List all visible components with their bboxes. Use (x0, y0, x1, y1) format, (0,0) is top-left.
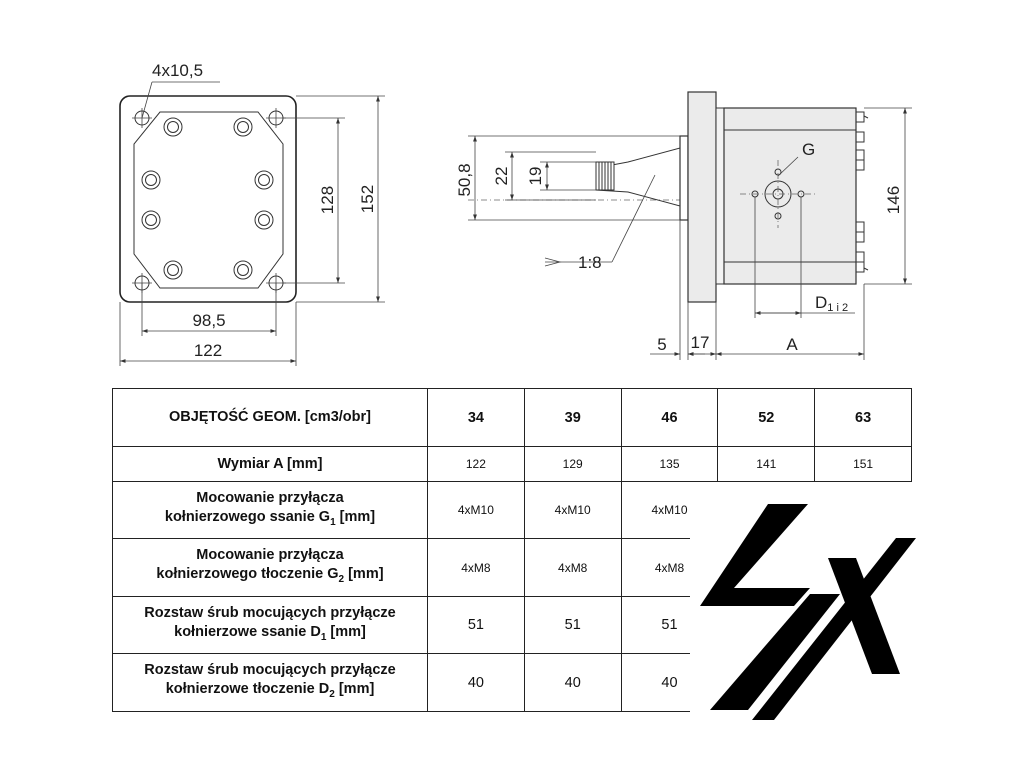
port-label-g: G (802, 140, 815, 159)
dim-body-height: 146 (884, 186, 903, 214)
table-cell: 135 (620, 446, 719, 482)
side-flange (687, 91, 717, 303)
dim-shaft-22: 22 (492, 167, 511, 186)
end-cap-bolts (855, 111, 869, 273)
dim-hole-spacing-vertical: 128 (318, 186, 337, 214)
logo-s-bottom (710, 594, 840, 710)
header-label: OBJĘTOŚĆ GEOM. [cm3/obr] (112, 388, 428, 447)
side-view: G 50,8 22 19 1:8 146 D1 i 2 (455, 91, 912, 360)
mounting-flange-outline (119, 95, 297, 303)
body-bolts (141, 117, 274, 280)
row-label: Wymiar A [mm] (112, 446, 428, 482)
table-cell: 40 (523, 653, 622, 712)
dim-5: 5 (657, 335, 666, 354)
dim-flange-508: 50,8 (455, 163, 474, 196)
table-cell: 51 (427, 596, 525, 654)
table-cell: 4xM10 (523, 481, 622, 539)
dim-17: 17 (691, 333, 710, 352)
header-value: 34 (427, 388, 525, 447)
table-row: Wymiar A [mm] 122 129 135 141 151 (112, 446, 912, 482)
brand-logo (690, 482, 920, 768)
logo-s-top (700, 504, 810, 606)
table-cell: 122 (427, 446, 525, 482)
holes-label: 4x10,5 (152, 61, 203, 80)
taper-label: 1:8 (578, 253, 602, 272)
table-cell: 141 (717, 446, 816, 482)
shaft-collar (679, 135, 689, 221)
logo-x-stroke-a (828, 558, 900, 674)
dim-flange-height: 152 (358, 185, 377, 213)
table-cell: 4xM8 (523, 538, 622, 597)
header-value: 46 (620, 388, 719, 447)
header-value: 52 (717, 388, 816, 447)
pump-body-outline (133, 111, 284, 289)
table-cell: 151 (814, 446, 912, 482)
dim-shaft-19: 19 (526, 167, 545, 186)
dim-a: A (786, 335, 798, 354)
table-cell: 40 (427, 653, 525, 712)
table-cell: 4xM10 (427, 481, 525, 539)
dim-port-spacing: D1 i 2 (815, 293, 848, 314)
header-value: 63 (814, 388, 912, 447)
logo-x-stroke-b (752, 538, 916, 720)
table-cell: 4xM8 (427, 538, 525, 597)
table-cell: 51 (523, 596, 622, 654)
table-header-row: OBJĘTOŚĆ GEOM. [cm3/obr] 34 39 46 52 63 (112, 388, 912, 447)
pump-body-side (723, 107, 857, 285)
technical-drawing: 4x10,5 128 152 98,5 122 (119, 61, 912, 366)
dim-flange-width: 122 (194, 341, 222, 360)
front-view: 4x10,5 128 152 98,5 122 (119, 61, 385, 366)
dim-hole-spacing-horizontal: 98,5 (192, 311, 225, 330)
header-value: 39 (523, 388, 622, 447)
table-cell: 129 (523, 446, 622, 482)
